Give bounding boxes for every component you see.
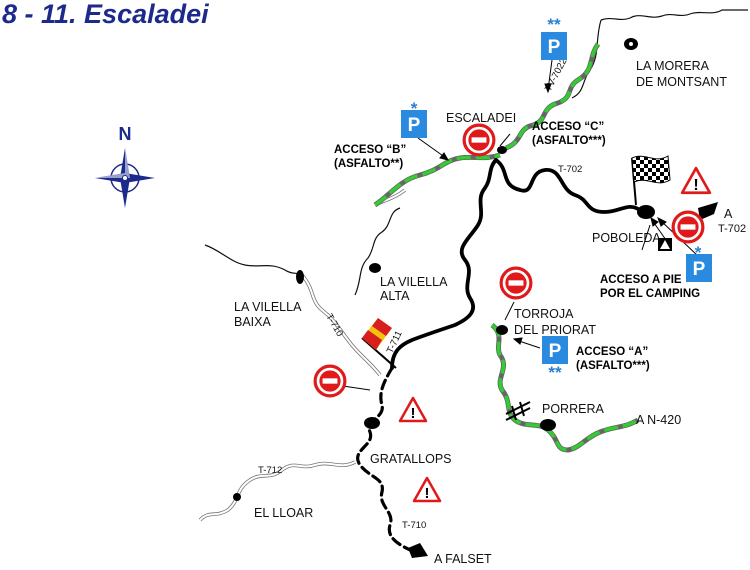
svg-text:P: P <box>548 37 561 58</box>
no-entry-icon-vilella <box>313 364 347 398</box>
route-t711 <box>390 158 498 370</box>
label-la-vilella-alta-2: ALTA <box>380 289 410 303</box>
svg-text:**: ** <box>548 363 562 382</box>
town-gratallops <box>364 417 380 429</box>
destination-arrows <box>408 202 718 558</box>
rivers <box>204 9 748 296</box>
svg-text:P: P <box>549 341 562 362</box>
dashed-route <box>356 366 412 552</box>
parking-icon-acceso-a: P ** <box>542 336 568 382</box>
label-el-lloar: EL LLOAR <box>254 506 313 520</box>
checkered-flag-icon <box>631 155 671 206</box>
label-acceso-c-2: (ASFALTO***) <box>532 135 606 147</box>
label-acceso-a-2: (ASFALTO***) <box>576 360 650 372</box>
town-la-vilella-baixa <box>296 270 304 284</box>
asphalt-roads <box>373 42 640 453</box>
no-entry-icon-poboleda <box>671 210 705 244</box>
label-porrera: PORRERA <box>542 402 604 416</box>
label-dest-a-2: T-702 <box>718 223 746 235</box>
road-label-t712: T-712 <box>258 465 282 476</box>
map-title: 8 - 11. Escaladei <box>2 0 209 29</box>
town-porrera <box>540 419 556 431</box>
label-torroja-1: TORROJA <box>514 307 574 321</box>
svg-text:*: * <box>695 243 702 262</box>
road-label-t702: T-702 <box>558 164 582 175</box>
label-la-vilella-alta-1: LA VILELLA <box>380 275 448 289</box>
warning-icon-falset: ! <box>412 476 442 503</box>
compass-icon: N <box>95 124 155 208</box>
bridge-icon <box>505 401 531 421</box>
label-torroja-2: DEL PRIORAT <box>514 323 596 337</box>
label-dest-n420: A N-420 <box>636 413 681 427</box>
town-escaladei <box>497 146 507 154</box>
town-torroja <box>496 325 508 335</box>
svg-text:!: ! <box>411 405 416 422</box>
route-t702 <box>494 158 642 214</box>
label-poboleda: POBOLEDA <box>592 231 661 245</box>
svg-text:P: P <box>408 115 421 136</box>
svg-text:!: ! <box>425 485 430 502</box>
river-siurana <box>204 244 303 276</box>
label-acceso-b-1: ACCESO “B” <box>334 144 406 156</box>
parking-icon-poboleda: * P <box>686 243 712 282</box>
svg-text:**: ** <box>547 15 561 34</box>
parking-icon-acceso-c: ** P <box>541 15 567 60</box>
arrow-a-falset <box>408 543 428 558</box>
road-label-t710-top: T-710 <box>323 312 345 339</box>
town-la-vilella-alta <box>369 263 381 273</box>
label-acceso-pie-1: ACCESO A PIE <box>600 274 682 286</box>
towns <box>233 38 655 501</box>
river-north <box>354 207 401 296</box>
label-la-vilella-baixa-1: LA VILELLA <box>234 300 302 314</box>
road-label-t710-bottom: T-710 <box>402 520 426 531</box>
label-acceso-c-1: ACCESO “C” <box>532 121 604 133</box>
camping-icon <box>658 238 672 251</box>
warning-icon-gratallops: ! <box>398 396 428 423</box>
town-el-lloar <box>233 493 241 501</box>
river-montsant-west <box>571 19 602 99</box>
minor-roads <box>198 188 407 522</box>
label-acceso-pie-2: POR EL CAMPING <box>600 288 700 300</box>
svg-text:N: N <box>119 124 132 144</box>
parking-icon-acceso-b: * P <box>401 99 427 138</box>
no-entry-icon-torroja <box>499 266 533 300</box>
label-escaladei: ESCALADEI <box>446 111 516 125</box>
arrow-a-t702 <box>698 202 718 220</box>
spanish-flag-icon <box>361 318 397 369</box>
town-poboleda <box>637 205 655 219</box>
label-acceso-b-2: (ASFALTO**) <box>334 158 403 170</box>
svg-text:*: * <box>411 99 418 118</box>
no-entry-icon-escaladei <box>462 123 496 157</box>
label-dest-falset: A FALSET <box>434 552 492 565</box>
label-la-vilella-baixa-2: BAIXA <box>234 315 271 329</box>
main-route <box>390 158 642 370</box>
label-gratallops: GRATALLOPS <box>370 452 452 466</box>
label-la-morera-1: LA MORERA <box>636 59 710 73</box>
svg-text:P: P <box>693 259 706 280</box>
svg-text:!: ! <box>693 177 698 194</box>
label-la-morera-2: DE MONTSANT <box>636 75 727 89</box>
label-acceso-a-1: ACCESO “A” <box>576 346 648 358</box>
route-gratallops-falset <box>356 366 412 552</box>
river-montsant <box>600 9 748 21</box>
warning-icon-poboleda: ! <box>680 166 712 195</box>
label-dest-a-1: A <box>724 207 733 221</box>
